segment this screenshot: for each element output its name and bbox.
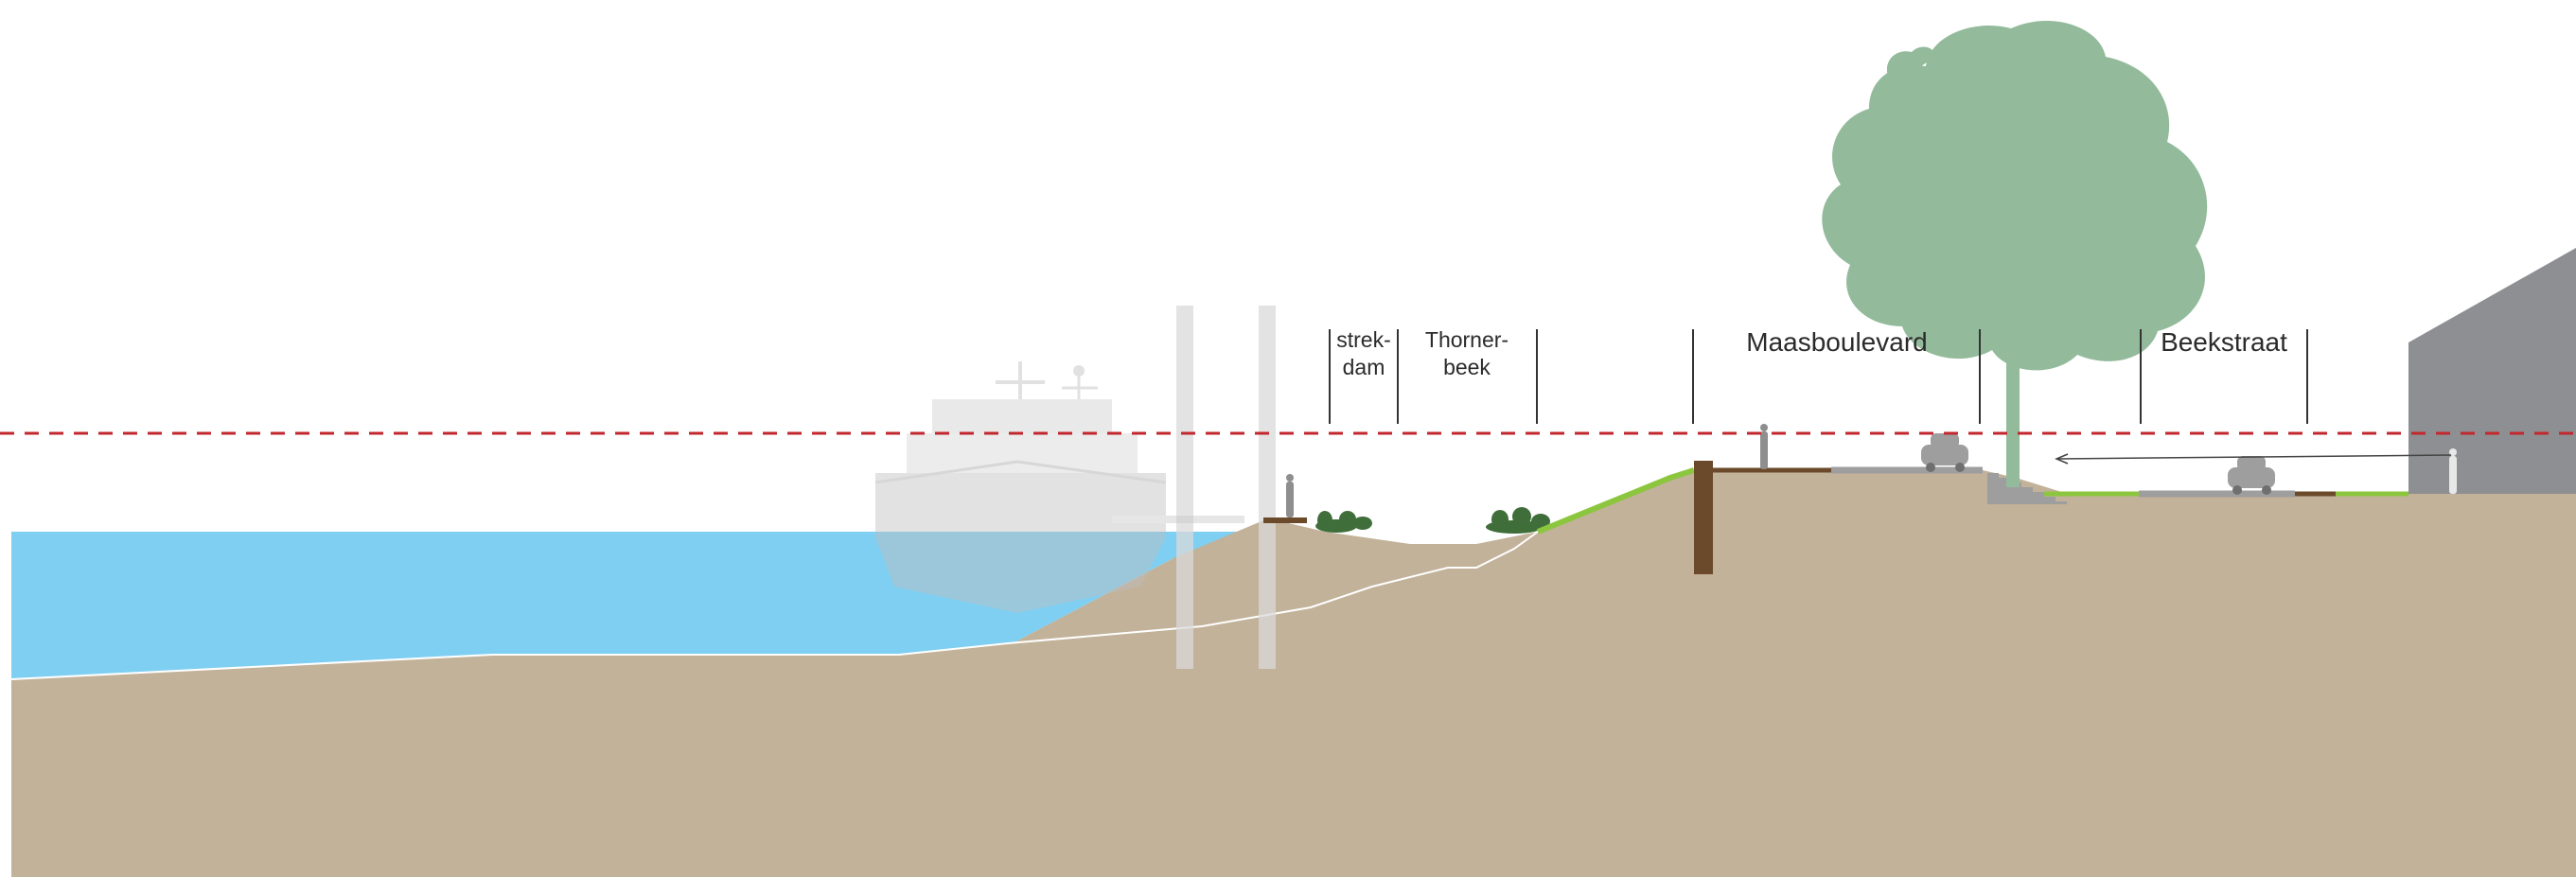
person-boulevard xyxy=(1760,424,1768,469)
label-maasboulevard: Maasboulevard xyxy=(1746,327,1927,357)
person-jetty xyxy=(1286,474,1294,517)
label-strekdam-1: strek- xyxy=(1336,327,1391,352)
jetty-deck xyxy=(1263,517,1307,523)
mooring-pile-left xyxy=(1176,306,1193,669)
zone-dividers xyxy=(1329,329,2308,424)
label-thornerbeek-2: beek xyxy=(1443,355,1491,379)
label-strekdam-2: dam xyxy=(1343,355,1385,379)
river-water xyxy=(11,532,1268,679)
car-beekstraat xyxy=(2228,456,2275,495)
reed-vegetation-left xyxy=(1315,511,1372,533)
tree xyxy=(1822,20,2208,487)
grass-slope xyxy=(1536,467,1695,535)
car-boulevard xyxy=(1921,433,1968,472)
label-thornerbeek-1: Thorner- xyxy=(1425,327,1509,352)
former-ground-line xyxy=(10,531,1539,680)
label-beekstraat: Beekstraat xyxy=(2161,327,2287,357)
person-building xyxy=(2449,448,2457,494)
sightline-arrowhead xyxy=(2055,453,2069,465)
building xyxy=(2408,248,2576,494)
reed-vegetation-right xyxy=(1486,507,1550,534)
ground-profile xyxy=(11,470,2576,877)
cargo-ship xyxy=(874,361,1244,613)
sheet-pile-wall xyxy=(1694,461,1713,574)
sightline-arrow xyxy=(2057,454,2452,460)
mooring-pile-right xyxy=(1259,306,1276,669)
